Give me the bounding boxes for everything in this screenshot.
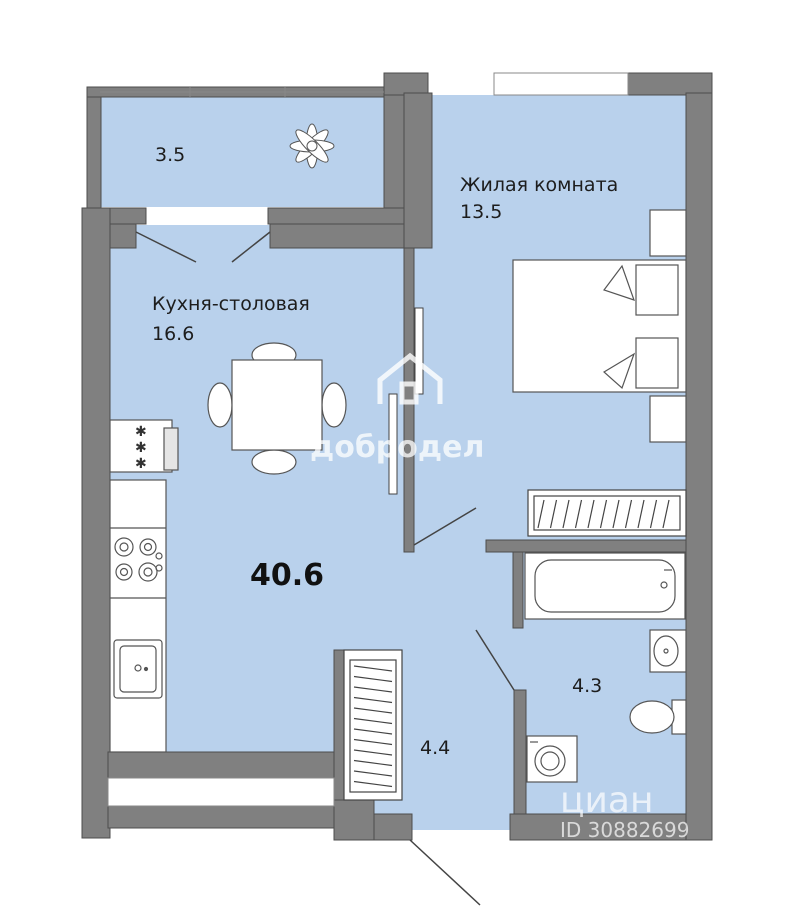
radiator-fin [637,499,645,529]
hob-icon [114,537,163,582]
bathtub [524,552,686,620]
radiator-fin [353,749,393,756]
radiator-living [527,489,687,537]
kitchen-counter [109,419,179,753]
counter-run [109,479,167,753]
stars-icon: ✱✱✱ [135,424,147,472]
radiator-fin [353,675,393,683]
radiator-fin [353,686,393,693]
radiator-fin [624,499,633,529]
sliding-doors [388,307,424,495]
bathroom-area: 4.3 [572,675,603,697]
listing-id: ID 30882699 [560,818,690,842]
radiator-fin [353,707,393,714]
radiator-fin [353,728,393,735]
radiator-fin [549,499,558,529]
radiator-fin [662,499,670,529]
kitchen-area: 16.6 [152,323,195,345]
door-swings [135,231,515,906]
kitchen-name: Кухня-столовая [152,293,310,315]
kitchen-sink-icon [113,639,163,699]
nightstand-top [649,209,687,257]
washing-machine-icon [526,735,578,783]
radiator-fin [537,499,545,529]
windows [100,72,629,807]
hall-floor [400,540,520,830]
radiator-fin [353,696,393,704]
radiator-fin [353,665,393,672]
bath-sink-icon [649,629,687,673]
balcony-floor [100,97,390,207]
living-room-area: 13.5 [460,201,503,223]
toilet-icon [629,699,687,735]
radiator-fin [353,780,393,788]
total-area: 40.6 [250,558,325,593]
dining-table [207,342,347,475]
radiator-fin [353,717,393,725]
radiator-fin [599,499,608,529]
svg-text:✱: ✱ [135,456,147,472]
window-living [493,72,629,96]
svg-text:✱: ✱ [135,424,147,440]
balcony-area: 3.5 [155,144,186,166]
radiator-fin [353,759,393,767]
window-kitchen-bottom [107,777,335,807]
svg-text:✱: ✱ [135,440,147,456]
brand-logo-icon [377,352,443,405]
radiator-fin [612,499,620,529]
bed [512,209,687,443]
floor-areas [100,95,687,830]
living-room-name: Жилая комната [460,174,619,196]
nightstand-bottom [649,395,687,443]
plant-icon [289,123,335,169]
radiator-fin [353,770,393,777]
radiator-fin [649,499,658,529]
radiator-fin [353,738,393,746]
radiator-fin [574,499,583,529]
hall-area: 4.4 [420,737,451,759]
counter-unit [109,419,173,473]
radiator-hall [343,649,403,801]
brand-watermark: добродел [310,430,485,465]
listing-watermark: циан [560,780,654,821]
radiator-fin [562,499,570,529]
radiator-fin [587,499,595,529]
